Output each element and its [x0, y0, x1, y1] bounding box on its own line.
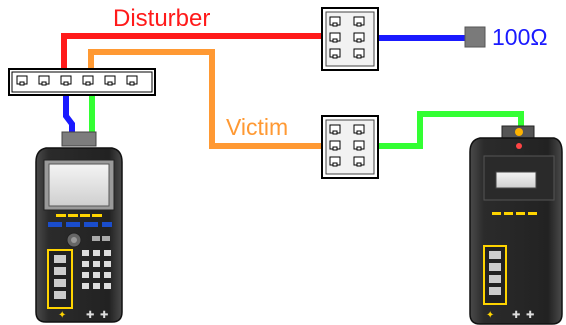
svg-text:✦: ✦: [58, 310, 66, 321]
resistor-termination-icon: [464, 26, 486, 48]
remote-tester-unit-icon: ✦ ✚ ✚: [469, 125, 563, 325]
termination-label: 100Ω: [492, 24, 548, 50]
svg-text:✚: ✚: [526, 310, 534, 321]
near-end-patch-strip: [8, 68, 156, 96]
svg-text:✚: ✚: [100, 310, 108, 321]
victim-label: Victim: [226, 114, 289, 140]
disturber-cable: [61, 33, 324, 72]
far-end-cable: [376, 111, 524, 149]
disturber-label: Disturber: [113, 5, 211, 32]
near-pair-a-cable: [63, 93, 75, 134]
six-port-patch-panel-icon: [321, 7, 379, 71]
svg-text:✚: ✚: [86, 310, 94, 321]
handheld-cable-tester-icon: ✦ ✚ ✚: [35, 131, 123, 323]
svg-text:✦: ✦: [486, 310, 494, 321]
svg-text:✚: ✚: [512, 310, 520, 321]
victim-cable: [88, 49, 322, 149]
victim-patch-panel-icon: [321, 115, 379, 179]
